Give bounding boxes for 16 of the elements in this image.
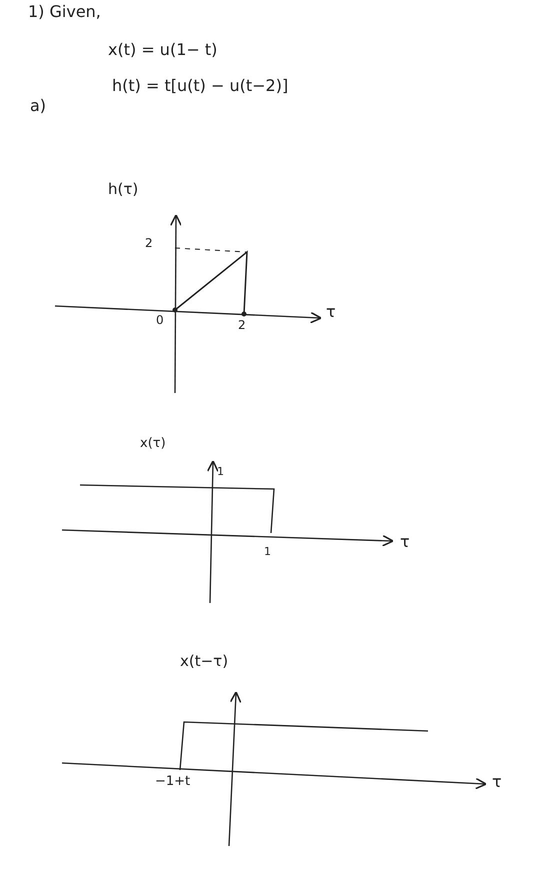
tick-label: 1 <box>217 465 224 478</box>
tick-label: −1+t <box>155 774 190 789</box>
axis-label: τ <box>400 532 410 551</box>
tick-label: 2 <box>145 236 153 250</box>
part-label: a) <box>30 96 46 115</box>
equation: h(t) = t[u(t) − u(t−2)] <box>112 76 288 95</box>
axis-label: x(t−τ) <box>180 652 228 670</box>
axis-label: τ <box>326 302 336 321</box>
tick-label: 0 <box>156 313 164 327</box>
tick-label: 2 <box>238 318 246 332</box>
axis-label: τ <box>492 772 502 791</box>
tick-label: 1 <box>264 545 271 558</box>
step-label: 1) Given, <box>28 2 101 21</box>
axis-label: x(τ) <box>140 436 166 451</box>
equation: x(t) = u(1− t) <box>108 40 218 59</box>
axis-label: h(τ) <box>108 180 138 198</box>
